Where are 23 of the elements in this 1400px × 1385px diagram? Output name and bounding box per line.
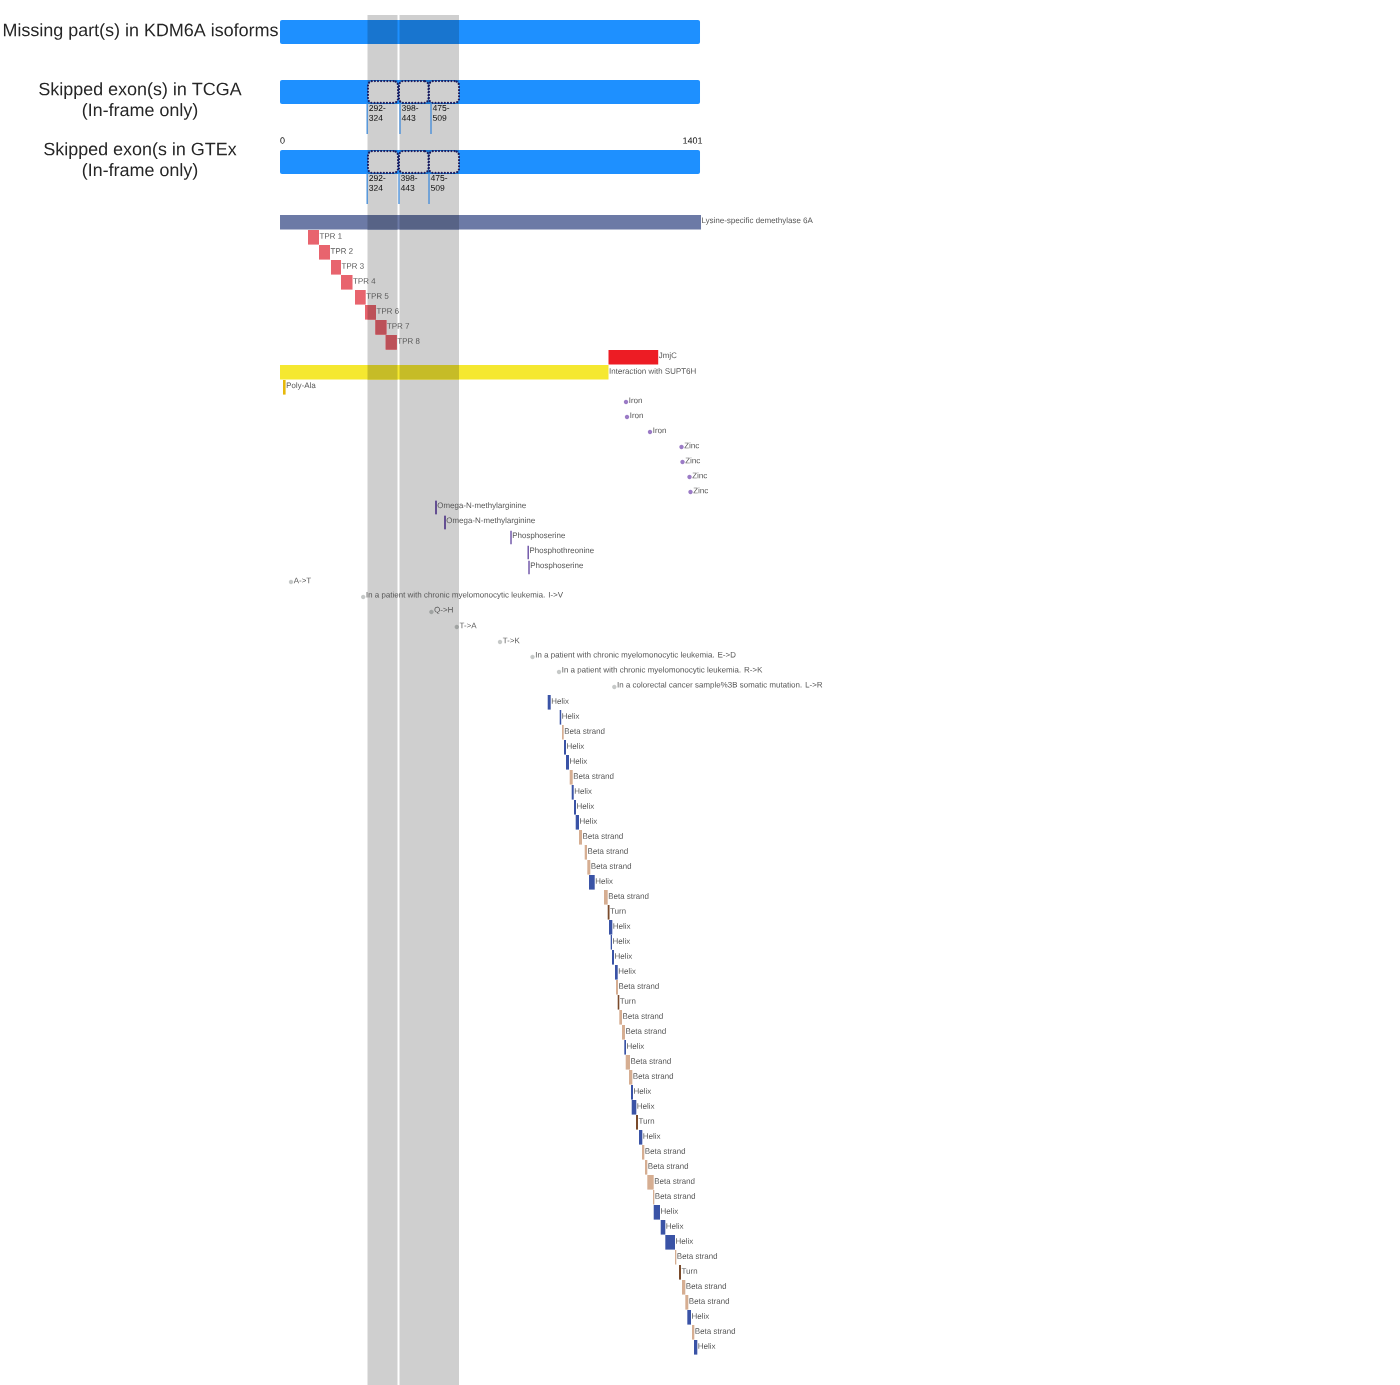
axis-label: 1401 xyxy=(683,137,703,144)
track-heading: Missing part(s) in KDM6A isoforms xyxy=(3,23,278,40)
leader-line xyxy=(428,172,430,205)
dotted-box xyxy=(427,80,461,104)
leader-line xyxy=(399,102,401,135)
leader-line xyxy=(366,172,368,205)
range-label: 398-443 xyxy=(400,175,418,191)
axis-label: 0 xyxy=(280,137,285,144)
track-heading: Skipped exon(s in GTEx (In-frame only) xyxy=(44,142,237,180)
range-label: 398-443 xyxy=(401,105,419,121)
leader-line xyxy=(398,172,400,205)
range-label: 292-324 xyxy=(369,105,386,121)
leader-line xyxy=(430,102,432,135)
range-label: 475-509 xyxy=(432,105,450,121)
dotted-box xyxy=(397,80,430,104)
track-heading: Skipped exon(s) in TCGA (In-frame only) xyxy=(39,82,242,120)
dotted-box xyxy=(427,150,461,174)
dotted-box xyxy=(366,80,400,104)
dotted-box xyxy=(366,150,400,174)
range-label: 292-324 xyxy=(369,175,386,191)
range-label: 475-509 xyxy=(430,175,448,191)
leader-line xyxy=(366,102,368,135)
dotted-box xyxy=(397,150,430,174)
